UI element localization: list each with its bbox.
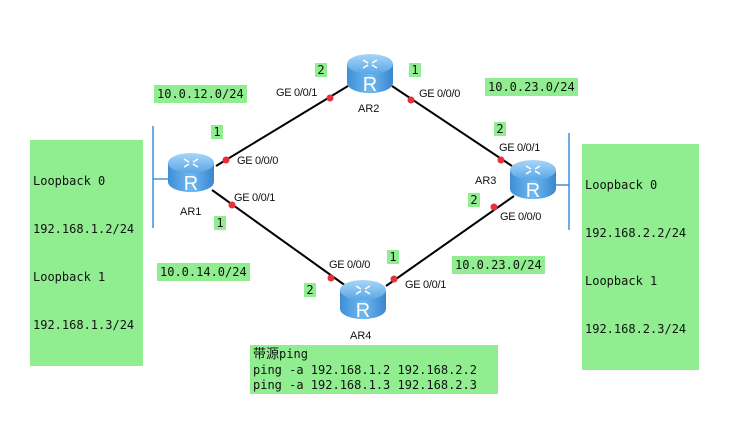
host-id-ar2-link23: 1	[409, 63, 421, 77]
router-label-ar1: AR1	[180, 206, 202, 218]
router-ar1[interactable]: R	[166, 150, 216, 195]
port-dot-ar4-ge001[interactable]	[390, 275, 398, 283]
svg-text:R: R	[363, 74, 377, 95]
loopback-line: Loopback 1	[33, 270, 106, 284]
source-ping-note: 带源ping ping -a 192.168.1.2 192.168.2.2 p…	[250, 345, 498, 394]
loopback-line: Loopback 1	[585, 274, 658, 288]
port-dot-ar2-ge000[interactable]	[407, 96, 415, 104]
subnet-label-ar4-ar3: 10.0.23.0/24	[452, 256, 545, 274]
router-icon: R	[168, 153, 214, 195]
host-id-ar3-link43: 2	[468, 193, 480, 207]
note-title: 带源ping	[253, 346, 495, 363]
loopback-line: 192.168.1.3/24	[33, 318, 135, 332]
port-dot-ar2-ge001[interactable]	[326, 94, 334, 102]
router-icon: R	[510, 160, 556, 202]
host-id-ar3-link23: 2	[494, 122, 506, 136]
port-dot-ar3-ge001[interactable]	[497, 156, 505, 164]
loopback-box-ar3: Loopback 0 192.168.2.2/24 Loopback 1 192…	[582, 144, 699, 370]
loopback-line: 192.168.2.2/24	[585, 226, 687, 240]
router-ar4[interactable]: R	[338, 277, 388, 322]
host-id-ar2-link12: 2	[315, 63, 327, 77]
port-label-ar3-ge001: GE 0/0/1	[499, 142, 541, 154]
port-label-ar4-ge001: GE 0/0/1	[405, 279, 447, 291]
host-id-ar1-link12: 1	[211, 125, 223, 139]
router-icon: R	[340, 280, 386, 322]
subnet-label-ar2-ar3: 10.0.23.0/24	[485, 78, 578, 96]
router-label-ar3: AR3	[475, 175, 497, 187]
router-label-ar4: AR4	[350, 330, 372, 342]
link-ar1-ar2[interactable]	[215, 85, 349, 167]
port-label-ar2-ge000: GE 0/0/0	[419, 88, 461, 100]
port-dot-ar1-ge001[interactable]	[228, 201, 236, 209]
port-dot-ar1-ge000[interactable]	[222, 156, 230, 164]
port-dot-ar3-ge000[interactable]	[490, 203, 498, 211]
note-command: ping -a 192.168.1.2 192.168.2.2	[253, 363, 477, 377]
router-label-ar2: AR2	[358, 103, 380, 115]
note-title-en: ping	[279, 347, 308, 361]
router-ar2[interactable]: R	[345, 51, 395, 96]
subnet-label-ar1-ar4: 10.0.14.0/24	[157, 263, 250, 281]
loopback-box-ar1: Loopback 0 192.168.1.2/24 Loopback 1 192…	[30, 140, 143, 366]
subnet-label-ar1-ar2: 10.0.12.0/24	[154, 85, 247, 103]
host-id-ar4-link14: 2	[304, 283, 316, 297]
loopback-line: Loopback 0	[585, 178, 658, 192]
note-command: ping -a 192.168.1.3 192.168.2.3	[253, 378, 477, 392]
loopback-line: 192.168.2.3/24	[585, 322, 687, 336]
link-ar4-ar3[interactable]	[385, 195, 515, 287]
svg-text:R: R	[184, 173, 198, 194]
loopback-line: 192.168.1.2/24	[33, 222, 135, 236]
host-id-ar4-link43: 1	[387, 250, 399, 264]
router-ar3[interactable]: R	[508, 157, 558, 202]
port-label-ar1-ge000: GE 0/0/0	[237, 155, 279, 167]
port-label-ar1-ge001: GE 0/0/1	[234, 192, 276, 204]
host-id-ar1-link14: 1	[214, 216, 226, 230]
port-label-ar4-ge000: GE 0/0/0	[329, 259, 371, 271]
note-title-cn: 带源	[253, 347, 280, 362]
svg-text:R: R	[526, 180, 540, 201]
router-icon: R	[347, 54, 393, 96]
loopback-line: Loopback 0	[33, 174, 106, 188]
port-label-ar2-ge001: GE 0/0/1	[276, 87, 318, 99]
svg-text:R: R	[356, 300, 370, 321]
port-dot-ar4-ge000[interactable]	[327, 274, 335, 282]
port-label-ar3-ge000: GE 0/0/0	[500, 211, 542, 223]
